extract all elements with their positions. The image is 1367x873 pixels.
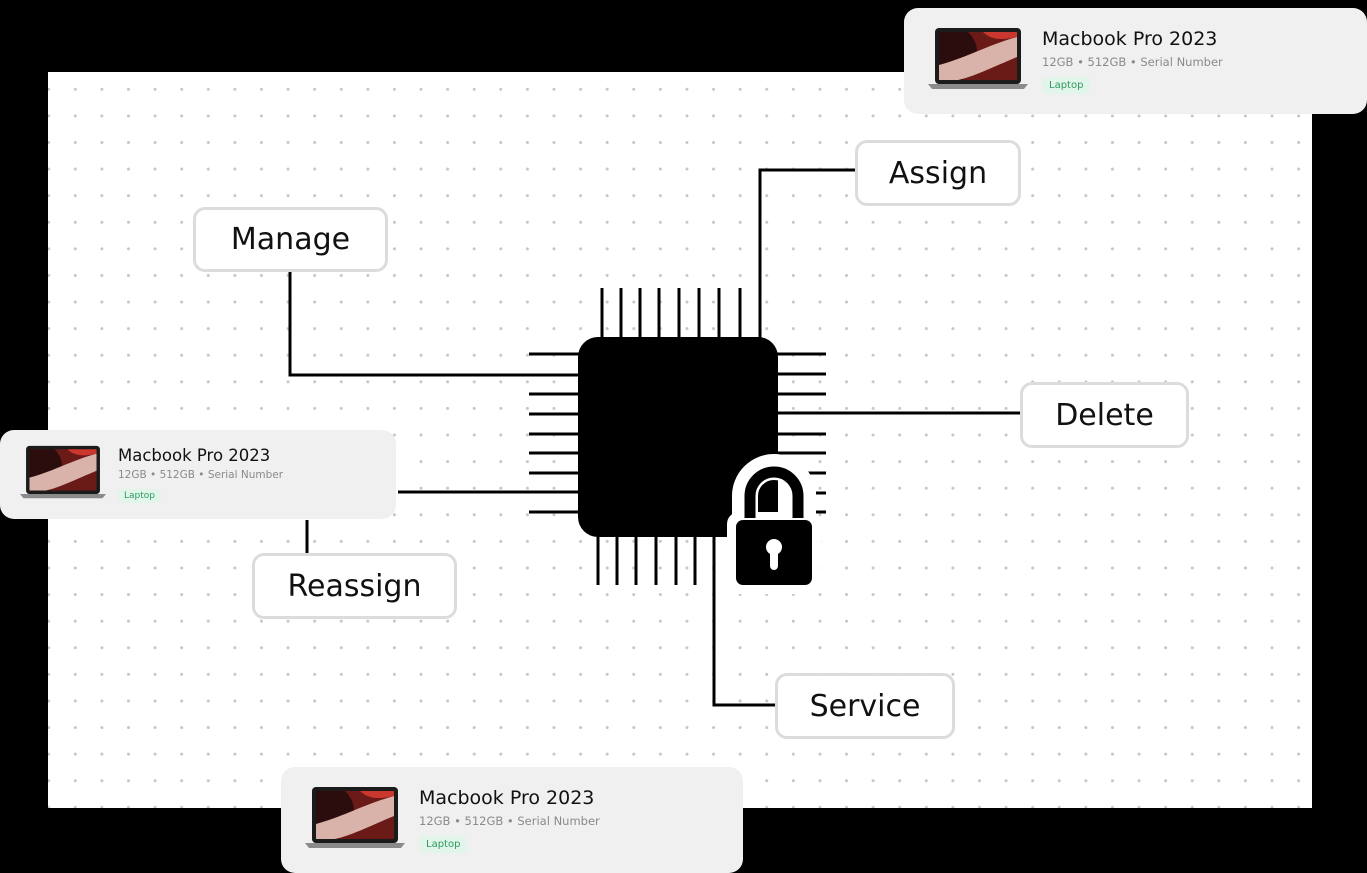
- card-specs: 12GB • 512GB • Serial Number: [1042, 55, 1223, 69]
- card-tag: Laptop: [419, 836, 468, 853]
- padlock-icon: [727, 454, 821, 594]
- assign-connector: [758, 168, 857, 340]
- chip-pins: [529, 288, 826, 585]
- service-button[interactable]: Service: [775, 673, 955, 739]
- delete-button[interactable]: Delete: [1020, 382, 1189, 448]
- reassign-button[interactable]: Reassign: [252, 553, 457, 619]
- laptop-icon: [305, 786, 405, 854]
- device-card[interactable]: Macbook Pro 2023 12GB • 512GB • Serial N…: [0, 430, 396, 519]
- card-tag: Laptop: [118, 489, 161, 503]
- device-card[interactable]: Macbook Pro 2023 12GB • 512GB • Serial N…: [904, 8, 1367, 114]
- card-title: Macbook Pro 2023: [1042, 28, 1218, 50]
- card-title: Macbook Pro 2023: [118, 446, 271, 465]
- device-card[interactable]: Macbook Pro 2023 12GB • 512GB • Serial N…: [281, 767, 743, 873]
- card-specs: 12GB • 512GB • Serial Number: [419, 814, 600, 828]
- assign-button[interactable]: Assign: [855, 140, 1021, 206]
- card-title: Macbook Pro 2023: [419, 787, 595, 809]
- card-specs: 12GB • 512GB • Serial Number: [118, 469, 284, 481]
- manage-button[interactable]: Manage: [193, 207, 388, 272]
- microchip-icon: [578, 337, 778, 537]
- connector-lines: [288, 168, 1022, 707]
- card-tag: Laptop: [1042, 77, 1091, 94]
- laptop-icon: [20, 445, 106, 504]
- manage-connector: [288, 270, 580, 377]
- laptop-icon: [928, 27, 1028, 95]
- service-connector: [712, 535, 778, 707]
